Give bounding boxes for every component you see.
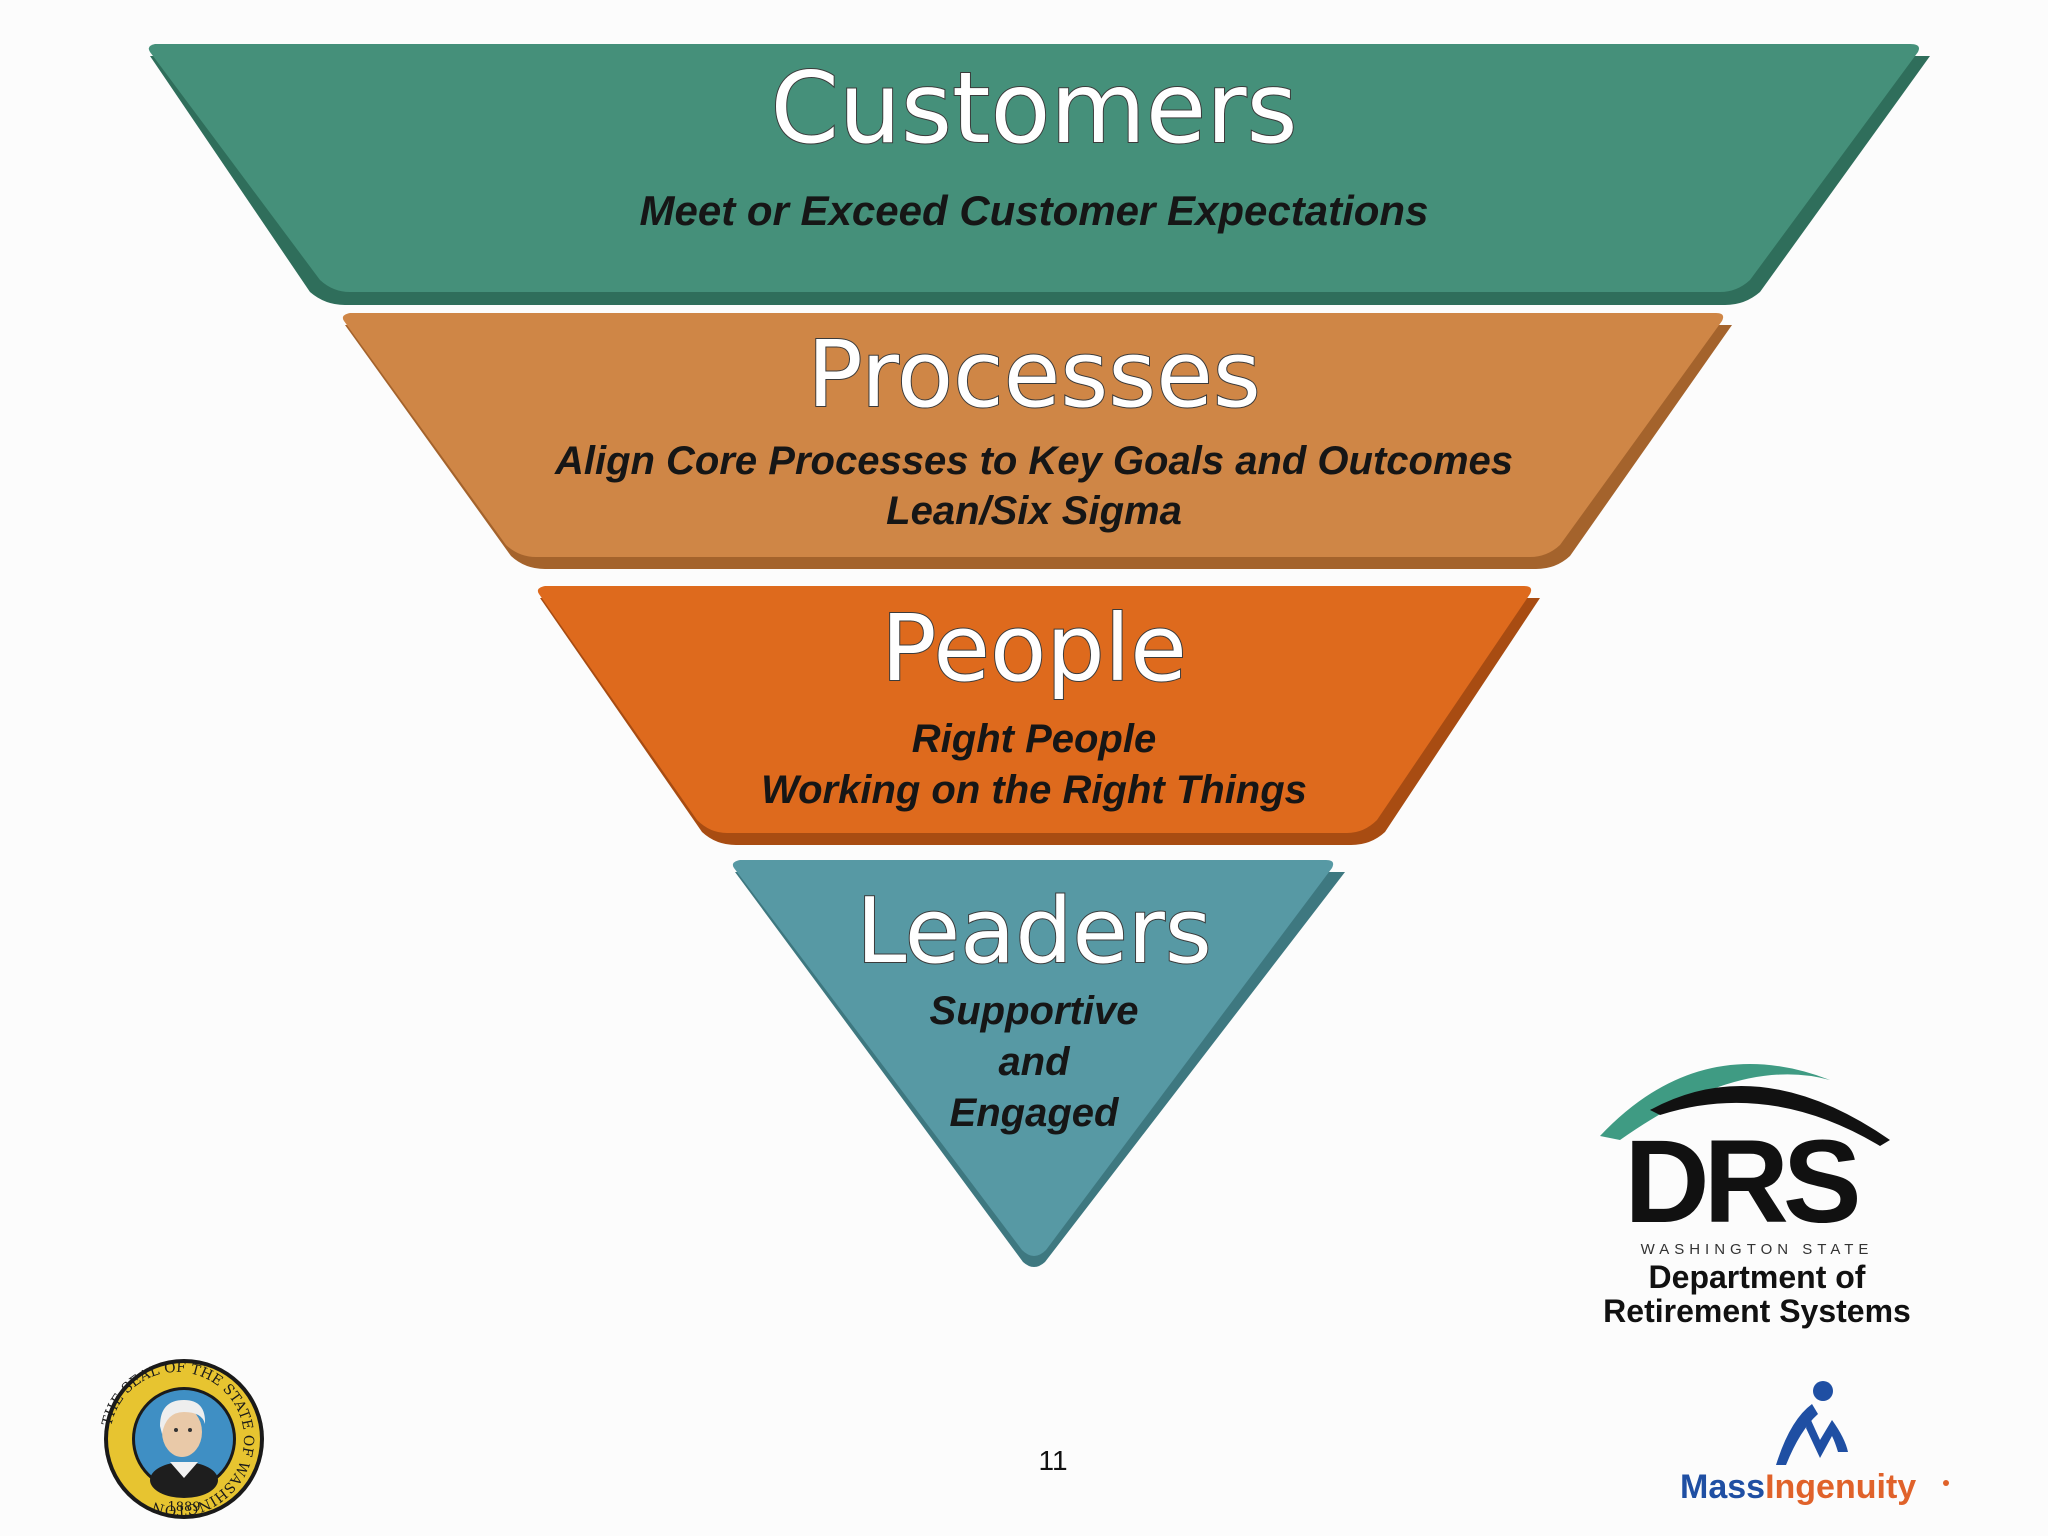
tier-customers-title: Customers: [770, 52, 1297, 166]
tier-processes-line-1: Align Core Processes to Key Goals and Ou…: [554, 439, 1513, 483]
tier-processes-title: Processes: [807, 321, 1261, 428]
tier-customers-band: [148, 44, 1919, 292]
tier-leaders-band: [732, 860, 1334, 1256]
washington-seal-logo: THE SEAL OF THE STATE OF WASHINGTON 1889: [99, 1359, 264, 1519]
tier-leaders: Leaders Supportive and Engaged: [732, 860, 1345, 1267]
tier-leaders-line-3: Engaged: [950, 1091, 1120, 1135]
tier-leaders-line-2: and: [998, 1040, 1071, 1084]
tier-leaders-line-1: Supportive: [930, 989, 1139, 1033]
tier-customers: Customers Meet or Exceed Customer Expect…: [148, 44, 1930, 305]
massingenuity-logo-text: MassIngenuity: [1680, 1468, 1916, 1506]
tier-people-line-2: Working on the Right Things: [761, 768, 1307, 812]
massingenuity-logo: MassIngenuity: [1680, 1381, 1949, 1506]
tier-people-title: People: [881, 595, 1187, 702]
tier-processes: Processes Align Core Processes to Key Go…: [342, 313, 1732, 569]
drs-logo-state: WASHINGTON STATE: [1641, 1241, 1874, 1258]
tier-processes-line-2: Lean/Six Sigma: [886, 489, 1182, 533]
drs-logo-line-1: Department of: [1649, 1259, 1866, 1295]
drs-logo-line-2: Retirement Systems: [1603, 1293, 1911, 1329]
drs-logo-mark: DRS: [1624, 1116, 1857, 1248]
tier-people-line-1: Right People: [912, 717, 1156, 761]
tier-people: People Right People Working on the Right…: [537, 586, 1540, 845]
page-number: 11: [1038, 1445, 1067, 1476]
tier-leaders-title: Leaders: [856, 879, 1211, 984]
tier-processes-band: [342, 313, 1724, 557]
svg-text:1889: 1889: [167, 1500, 200, 1515]
drs-logo: DRS WASHINGTON STATE Department of Retir…: [1600, 1063, 1911, 1329]
tier-customers-line-1: Meet or Exceed Customer Expectations: [640, 187, 1429, 234]
tier-people-band: [537, 586, 1532, 833]
